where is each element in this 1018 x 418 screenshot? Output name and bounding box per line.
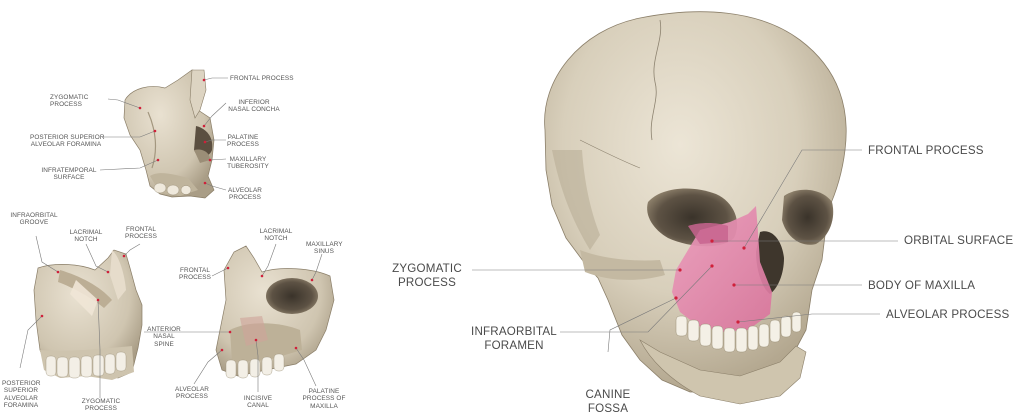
label-line: FRONTAL bbox=[124, 226, 158, 233]
maxilla-posterior-view bbox=[124, 70, 214, 198]
label-line: FRONTAL PROCESS bbox=[230, 75, 294, 82]
label-line: ANTERIOR bbox=[146, 326, 182, 333]
label-line: ALVEOLAR PROCESS bbox=[886, 308, 1009, 322]
label-skull-zygomatic-process: ZYGOMATIC PROCESS bbox=[384, 262, 470, 290]
label-line: PROCESS bbox=[226, 141, 260, 148]
label-posterior-alveolar-process: ALVEOLAR PROCESS bbox=[226, 187, 264, 202]
label-line: PROCESS bbox=[172, 393, 212, 400]
label-line: ALVEOLAR bbox=[2, 395, 40, 402]
label-posterior-inferior-nasal-concha: INFERIOR NASAL CONCHA bbox=[226, 99, 282, 114]
label-line: PROCESS bbox=[124, 233, 158, 240]
label-line: FORAMINA bbox=[2, 402, 40, 409]
label-line: MAXILLARY bbox=[306, 241, 342, 248]
label-line: ZYGOMATIC bbox=[50, 94, 88, 101]
label-line: POSTERIOR bbox=[2, 380, 40, 387]
label-line: NOTCH bbox=[258, 235, 294, 242]
label-line: INFRAORBITAL bbox=[468, 325, 560, 339]
label-medial-incisive-canal: INCISIVE CANAL bbox=[240, 395, 276, 410]
label-line: BODY OF MAXILLA bbox=[868, 279, 975, 293]
label-line: CANINE bbox=[580, 388, 636, 402]
label-line: NASAL bbox=[146, 333, 182, 340]
label-line: INFRATEMPORAL bbox=[40, 167, 98, 174]
label-line: ALVEOLAR bbox=[172, 386, 212, 393]
label-line: SUPERIOR bbox=[2, 387, 40, 394]
label-lateral-zygomatic-process: ZYGOMATIC PROCESS bbox=[80, 398, 122, 413]
label-line: MAXILLA bbox=[300, 403, 348, 410]
label-line: FOSSA bbox=[580, 402, 636, 416]
label-line: INFERIOR bbox=[226, 99, 282, 106]
label-line: LACRIMAL bbox=[68, 229, 104, 236]
label-posterior-zygomatic-process: ZYGOMATIC PROCESS bbox=[50, 94, 88, 109]
label-line: FRONTAL bbox=[178, 267, 212, 274]
label-line: PROCESS bbox=[80, 405, 122, 412]
skull-illustration bbox=[545, 12, 847, 404]
label-medial-palatine-process-of-maxilla: PALATINE PROCESS OF MAXILLA bbox=[300, 388, 348, 410]
label-posterior-frontal-process: FRONTAL PROCESS bbox=[230, 75, 294, 82]
label-line: FRONTAL PROCESS bbox=[868, 144, 984, 158]
label-line: PROCESS bbox=[226, 194, 264, 201]
label-line: INCISIVE bbox=[240, 395, 276, 402]
maxilla-lateral-view bbox=[34, 250, 142, 380]
label-line: PROCESS bbox=[178, 274, 212, 281]
label-skull-body-of-maxilla: BODY OF MAXILLA bbox=[868, 279, 975, 293]
label-line: GROOVE bbox=[6, 219, 62, 226]
label-medial-frontal-process: FRONTAL PROCESS bbox=[178, 267, 212, 282]
label-line: ALVEOLAR FORAMINA bbox=[30, 141, 102, 148]
label-lateral-lacrimal-notch: LACRIMAL NOTCH bbox=[68, 229, 104, 244]
label-line: PROCESS bbox=[50, 101, 88, 108]
label-skull-canine-fossa: CANINE FOSSA bbox=[580, 388, 636, 416]
label-line: NASAL CONCHA bbox=[226, 106, 282, 113]
label-skull-infraorbital-foramen: INFRAORBITAL FORAMEN bbox=[468, 325, 560, 353]
label-posterior-infratemporal-surface: INFRATEMPORAL SURFACE bbox=[40, 167, 98, 182]
label-medial-alveolar-process: ALVEOLAR PROCESS bbox=[172, 386, 212, 401]
label-line: CANAL bbox=[240, 402, 276, 409]
label-line: NOTCH bbox=[68, 236, 104, 243]
label-line: SPINE bbox=[146, 341, 182, 348]
label-line: ORBITAL SURFACE bbox=[904, 234, 1013, 248]
label-line: TUBEROSITY bbox=[226, 163, 270, 170]
label-lateral-infraorbital-groove: INFRAORBITAL GROOVE bbox=[6, 212, 62, 227]
label-skull-frontal-process: FRONTAL PROCESS bbox=[868, 144, 984, 158]
label-line: PROCESS bbox=[384, 276, 470, 290]
label-posterior-palatine-process: PALATINE PROCESS bbox=[226, 134, 260, 149]
label-posterior-maxillary-tuberosity: MAXILLARY TUBEROSITY bbox=[226, 156, 270, 171]
label-medial-lacrimal-notch: LACRIMAL NOTCH bbox=[258, 228, 294, 243]
label-line: PROCESS OF bbox=[300, 395, 348, 402]
label-line: ZYGOMATIC bbox=[80, 398, 122, 405]
maxilla-medial-view bbox=[216, 246, 334, 378]
label-line: SURFACE bbox=[40, 174, 98, 181]
label-skull-alveolar-process: ALVEOLAR PROCESS bbox=[886, 308, 1009, 322]
label-line: LACRIMAL bbox=[258, 228, 294, 235]
label-line: SINUS bbox=[306, 248, 342, 255]
label-medial-maxillary-sinus: MAXILLARY SINUS bbox=[306, 241, 342, 256]
label-lateral-frontal-process: FRONTAL PROCESS bbox=[124, 226, 158, 241]
label-line: POSTERIOR SUPERIOR bbox=[30, 134, 102, 141]
label-skull-orbital-surface: ORBITAL SURFACE bbox=[904, 234, 1013, 248]
label-line: INFRAORBITAL bbox=[6, 212, 62, 219]
label-line: ALVEOLAR bbox=[226, 187, 264, 194]
label-line: ZYGOMATIC bbox=[384, 262, 470, 276]
label-line: MAXILLARY bbox=[226, 156, 270, 163]
label-line: PALATINE bbox=[226, 134, 260, 141]
label-line: FORAMEN bbox=[468, 339, 560, 353]
label-line: PALATINE bbox=[300, 388, 348, 395]
label-lateral-posterior-superior-alveolar-foramina: POSTERIOR SUPERIOR ALVEOLAR FORAMINA bbox=[2, 380, 40, 410]
label-posterior-posterior-superior-alveolar-foramina: POSTERIOR SUPERIOR ALVEOLAR FORAMINA bbox=[30, 134, 102, 149]
label-medial-anterior-nasal-spine: ANTERIOR NASAL SPINE bbox=[146, 326, 182, 348]
